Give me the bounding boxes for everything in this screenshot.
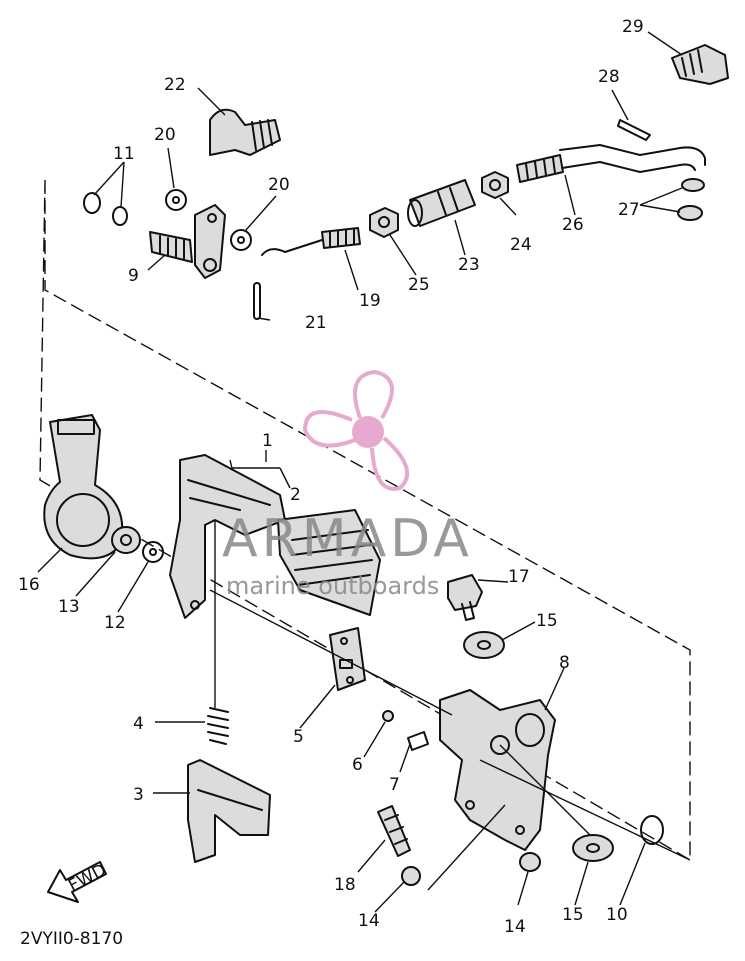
callout-numbers: 1 2 3 4 5 6 7 8 9 10 11 12 13 14 14 15 1… bbox=[18, 17, 644, 937]
part-20-washers bbox=[165, 189, 252, 251]
callout-2: 2 bbox=[290, 485, 301, 505]
callout-7: 7 bbox=[389, 775, 400, 795]
drawing-code: 2VYII0-8170 bbox=[20, 929, 123, 949]
part-14-washers bbox=[401, 852, 541, 886]
callout-22: 22 bbox=[164, 75, 186, 95]
callout-15-lower: 15 bbox=[562, 905, 584, 925]
callout-24: 24 bbox=[510, 235, 532, 255]
leader-lines bbox=[37, 31, 691, 913]
callout-14-left: 14 bbox=[358, 911, 380, 931]
part-5-plate bbox=[329, 627, 366, 691]
fwd-arrow: FWD bbox=[47, 860, 110, 903]
part-11-washers bbox=[83, 192, 128, 226]
watermark-brand: ARMADA bbox=[222, 509, 473, 569]
part-21-pin bbox=[253, 282, 261, 320]
callout-14-right: 14 bbox=[504, 917, 526, 937]
callout-13: 13 bbox=[58, 597, 80, 617]
fwd-arrow-label: FWD bbox=[65, 860, 109, 896]
callout-28: 28 bbox=[598, 67, 620, 87]
callout-27: 27 bbox=[618, 200, 640, 220]
part-22-rubber-boot bbox=[209, 108, 281, 156]
callout-26: 26 bbox=[562, 215, 584, 235]
watermark-tagline: marine outboards bbox=[226, 572, 439, 600]
part-18-bolt bbox=[377, 805, 411, 857]
part-29-rubber-boot bbox=[671, 44, 729, 85]
callout-23: 23 bbox=[458, 255, 480, 275]
part-3-detent-plate bbox=[187, 759, 271, 863]
part-19-shift-rod bbox=[261, 227, 361, 256]
part-16-guide bbox=[43, 414, 124, 560]
propeller-logo bbox=[302, 369, 410, 491]
callout-10: 10 bbox=[606, 905, 628, 925]
callout-17: 17 bbox=[508, 567, 530, 587]
callout-12: 12 bbox=[104, 613, 126, 633]
part-8-bracket-housing bbox=[439, 689, 556, 851]
callout-6: 6 bbox=[352, 755, 363, 775]
callout-1: 1 bbox=[262, 431, 273, 451]
callout-5: 5 bbox=[293, 727, 304, 747]
part-13-grommet bbox=[111, 526, 141, 554]
part-23-joint-sleeve bbox=[407, 179, 476, 227]
part-15-washer-lower bbox=[572, 834, 614, 862]
callout-8: 8 bbox=[559, 653, 570, 673]
watermark: ARMADA marine outboards bbox=[222, 369, 473, 600]
callout-20-left: 20 bbox=[154, 125, 176, 145]
part-27-washers bbox=[677, 178, 705, 221]
part-1-2-shift-lever bbox=[169, 454, 381, 619]
part-28-cotter-pin bbox=[617, 119, 651, 141]
callout-18: 18 bbox=[334, 875, 356, 895]
part-24-nut bbox=[481, 171, 509, 199]
part-10-clip bbox=[640, 815, 664, 845]
part-12-washer bbox=[142, 541, 164, 563]
part-25-nut bbox=[369, 207, 399, 238]
assembly-boundary bbox=[39, 179, 691, 862]
callout-4: 4 bbox=[133, 714, 144, 734]
callout-9: 9 bbox=[128, 266, 139, 286]
callout-29: 29 bbox=[622, 17, 644, 37]
callout-25: 25 bbox=[408, 275, 430, 295]
part-26-shift-rod bbox=[516, 144, 706, 183]
callout-15-upper: 15 bbox=[536, 611, 558, 631]
part-4-spring bbox=[207, 520, 229, 745]
callout-19: 19 bbox=[359, 291, 381, 311]
callout-11: 11 bbox=[113, 144, 135, 164]
part-17-bolt bbox=[447, 574, 483, 621]
part-7-screw bbox=[407, 731, 429, 751]
callout-21: 21 bbox=[305, 313, 327, 333]
callout-20-right: 20 bbox=[268, 175, 290, 195]
callout-16: 16 bbox=[18, 575, 40, 595]
part-6-ball bbox=[382, 710, 394, 722]
part-15-washer-upper bbox=[463, 631, 505, 659]
callout-3: 3 bbox=[133, 785, 144, 805]
part-9-shift-shaft bbox=[149, 204, 226, 279]
